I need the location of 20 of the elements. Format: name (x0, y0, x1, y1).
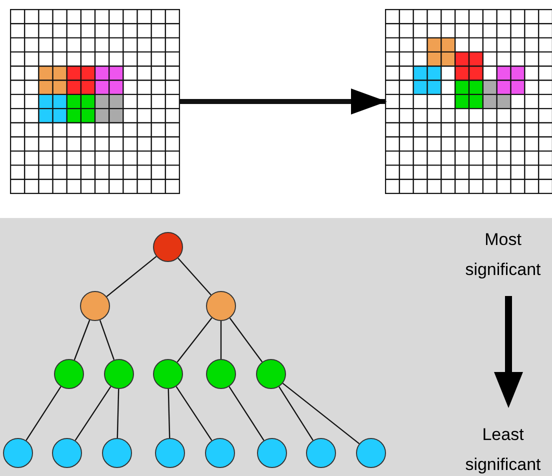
connector-line (176, 386, 212, 441)
grid-drawing (10, 9, 180, 194)
connector-line (176, 317, 212, 363)
connector-line (228, 386, 264, 441)
connector-line (220, 321, 222, 359)
connector-line (26, 386, 62, 441)
connector-line (178, 258, 212, 296)
text-label: Most significant (464, 229, 542, 281)
grid-drawing (385, 9, 552, 194)
text-label: Least significant (464, 424, 542, 476)
connector-line (116, 388, 120, 438)
connector-line (282, 382, 360, 444)
connector-line (106, 256, 157, 298)
connector-line (229, 318, 263, 362)
arrow (180, 88, 387, 114)
connector-line (74, 386, 112, 441)
connector-line (99, 320, 115, 360)
connector-line (168, 388, 170, 438)
connector-line (74, 320, 90, 360)
connector-line (278, 386, 314, 441)
